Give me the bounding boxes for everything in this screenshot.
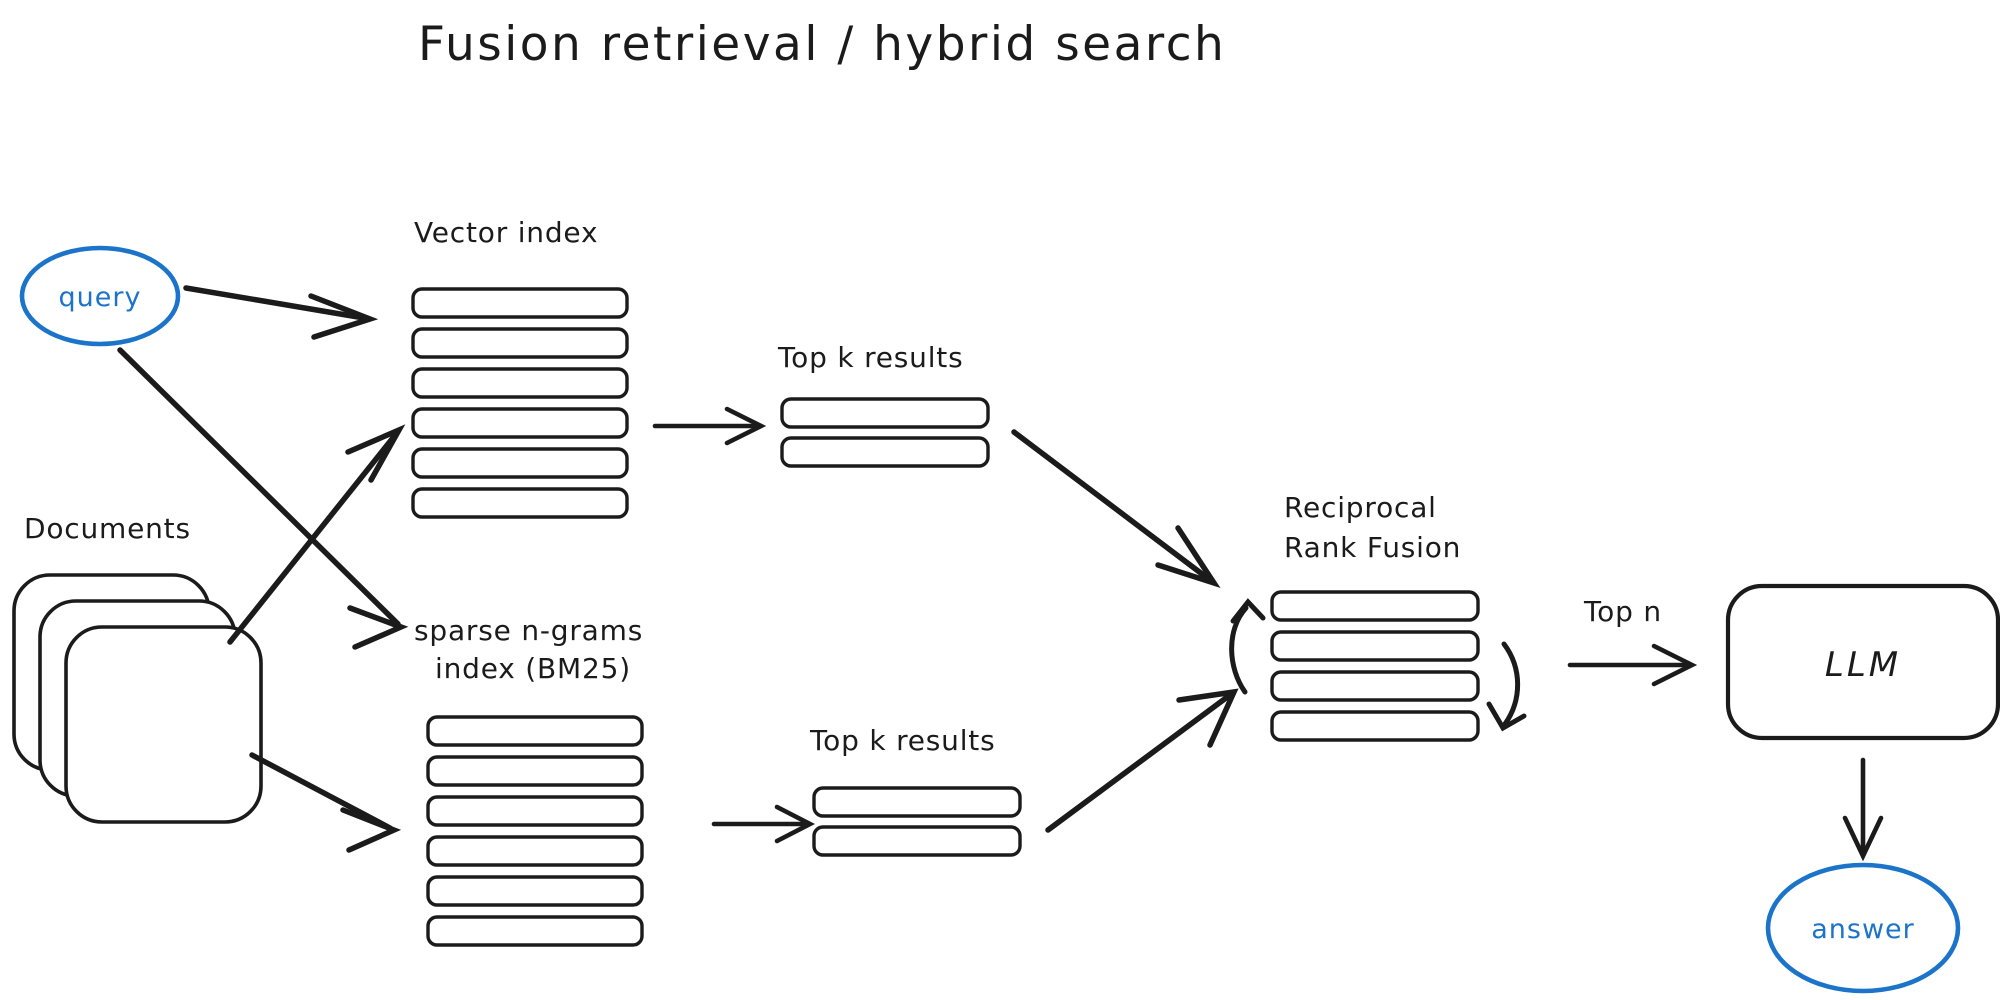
llm-label: LLM [1825, 645, 1901, 685]
top-k-vector-bar [780, 397, 990, 429]
vector-index-bar [411, 407, 629, 439]
sparse-index-bar [426, 715, 644, 747]
sparse-index-bar [426, 755, 644, 787]
sparse-index-bar [426, 795, 644, 827]
vector-index-bar [411, 327, 629, 359]
node-vector-index[interactable] [411, 287, 629, 519]
rrf-loop-right-arrow [1486, 641, 1527, 732]
sparse-index-label-line1: sparse n-grams [414, 614, 643, 647]
sparse-index-label-line2: index (BM25) [435, 652, 631, 685]
vector-index-bar [411, 367, 629, 399]
sparse-index-bar [426, 835, 644, 867]
arrow-documents-to-vector-index [227, 424, 406, 645]
node-query[interactable]: query [19, 245, 181, 347]
arrow-top-k-vector-to-rrf [1011, 429, 1221, 588]
sparse-index-bar [426, 915, 644, 947]
rrf-label-line1: Reciprocal [1284, 491, 1437, 524]
query-label: query [59, 282, 142, 313]
vector-index-label: Vector index [414, 216, 598, 249]
top-k-vector-bar [780, 436, 990, 468]
vector-index-bar [411, 447, 629, 479]
arrow-query-to-vector-index [183, 285, 379, 340]
arrow-documents-to-sparse-index [249, 752, 402, 853]
node-top-k-vector[interactable] [780, 397, 990, 468]
node-reciprocal-rank-fusion[interactable] [1270, 590, 1480, 742]
answer-label: answer [1811, 914, 1915, 945]
node-llm[interactable]: LLM [1725, 583, 2000, 741]
rrf-label-line2: Rank Fusion [1284, 531, 1461, 564]
arrow-vector-index-to-top-k [652, 406, 767, 446]
answer-ellipse [1765, 862, 1961, 994]
top-k-sparse-label: Top k results [809, 724, 995, 757]
arrow-query-to-sparse-index [117, 347, 409, 650]
top-k-vector-label: Top k results [777, 341, 963, 374]
llm-box [1725, 583, 2000, 741]
vector-index-bar [411, 287, 629, 319]
query-ellipse [19, 245, 181, 347]
top-k-sparse-bar [812, 786, 1022, 818]
arrow-top-k-sparse-to-rrf [1045, 688, 1239, 833]
arrow-sparse-index-to-top-k [711, 804, 816, 844]
vector-index-bar [411, 487, 629, 519]
node-answer[interactable]: answer [1765, 862, 1961, 994]
rrf-bar [1270, 630, 1480, 662]
arrow-llm-to-answer [1842, 757, 1884, 862]
node-documents[interactable] [12, 573, 263, 824]
rrf-loop-left-arrow [1229, 598, 1266, 695]
node-top-k-sparse[interactable] [812, 786, 1022, 857]
rrf-bar [1270, 670, 1480, 702]
sparse-index-bar [426, 875, 644, 907]
page-title: Fusion retrieval / hybrid search [418, 17, 1226, 72]
node-sparse-index[interactable] [426, 715, 644, 947]
document-sheet-front [64, 625, 263, 824]
arrow-rrf-to-llm [1567, 643, 1698, 687]
documents-label: Documents [24, 512, 191, 545]
rrf-bar [1270, 590, 1480, 622]
top-n-label: Top n [1583, 595, 1662, 628]
rrf-bar [1270, 710, 1480, 742]
top-k-sparse-bar [812, 825, 1022, 857]
